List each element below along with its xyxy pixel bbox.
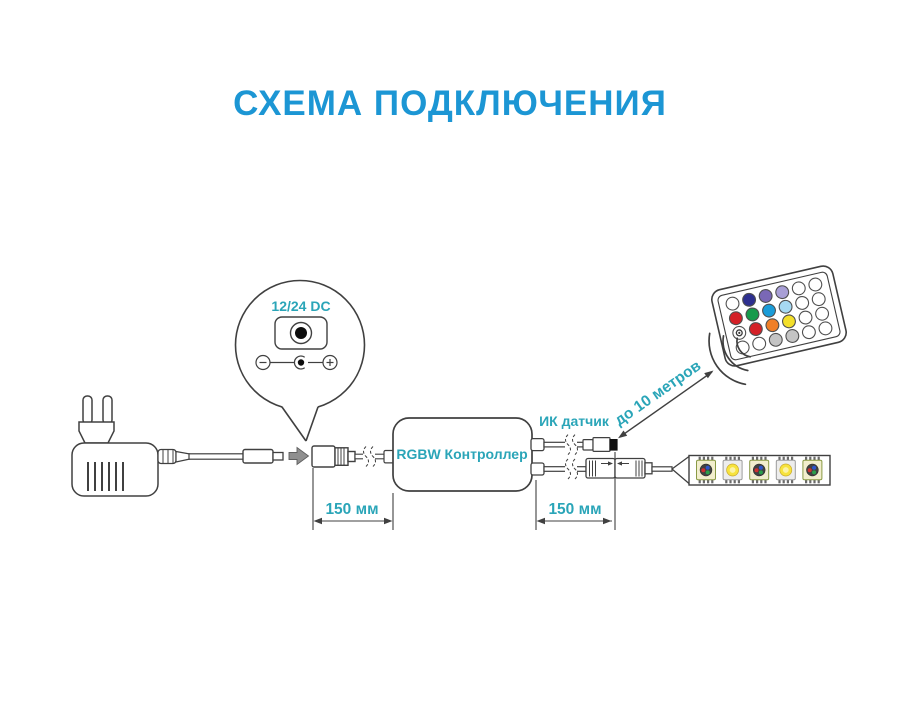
sensor-wire (543, 441, 585, 448)
range-arrow (618, 370, 714, 439)
plug-prong (102, 395, 113, 425)
polarity-symbol-icon (255, 354, 338, 371)
wire-break-icon (565, 458, 578, 480)
remote-button (808, 277, 823, 292)
sensor-plug (582, 439, 594, 451)
remote-button (752, 336, 767, 351)
remote-button (815, 306, 830, 321)
remote-button (758, 289, 773, 303)
wire-break-icon (363, 445, 376, 468)
ir-sensor-eye (609, 439, 618, 451)
led-module-rgb (802, 456, 823, 484)
remote-button (778, 299, 793, 314)
remote-button (768, 332, 783, 347)
dimension-left-label: 150 мм (325, 501, 378, 518)
page-title: СХЕМА ПОДКЛЮЧЕНИЯ (233, 84, 667, 123)
remote-button (742, 292, 757, 307)
remote-buttons (725, 277, 833, 355)
led-module-white (722, 456, 743, 484)
led-module-rgb (696, 456, 716, 484)
dc-jack-front-icon (274, 316, 328, 350)
dc-plug-tip (272, 451, 284, 461)
led-module-white (775, 456, 796, 484)
remote-button (818, 321, 833, 336)
remote-button (765, 318, 780, 333)
voltage-label: 12/24 DC (271, 298, 330, 314)
output-stub-top (530, 437, 545, 452)
signal-arcs-icon (708, 332, 752, 386)
ir-sensor-label: ИК датчик (539, 413, 610, 429)
led-module-rgb (749, 456, 770, 484)
controller-label: RGBW Контроллер (396, 446, 527, 462)
cable-taper (175, 450, 191, 463)
remote-button (795, 296, 810, 310)
remote-button (801, 325, 816, 340)
remote-button (732, 325, 747, 340)
remote-button (748, 322, 763, 336)
range-label: до 10 метров (612, 357, 705, 429)
connector-pair (585, 457, 653, 479)
remote-button (728, 311, 743, 326)
dimension-left (312, 468, 394, 530)
plug-shoulder (78, 421, 115, 444)
ir-sensor-branch (543, 437, 618, 453)
power-adapter (71, 395, 284, 497)
led-modules (696, 456, 823, 484)
dc-plug-body (242, 448, 274, 464)
dimension-right-label: 150 мм (548, 501, 601, 518)
remote-button (725, 296, 740, 311)
remote-button (798, 310, 813, 325)
input-jack (311, 445, 395, 468)
adapter-cable (188, 453, 245, 460)
remote-button (762, 303, 776, 318)
output-stub-bottom (530, 462, 545, 476)
ir-sensor-body (592, 437, 611, 453)
remote-button (745, 307, 760, 322)
remote-button (782, 314, 796, 329)
remote-button (791, 281, 806, 296)
callout-balloon: 12/24 DC (234, 279, 366, 442)
led-strip (671, 454, 831, 486)
strip-wire (651, 466, 673, 472)
remote-button (785, 329, 800, 343)
plug-prong (82, 395, 93, 425)
remote-control (711, 265, 847, 367)
remote-button (775, 285, 790, 300)
remote-button (811, 292, 826, 307)
adapter-vents (87, 462, 124, 491)
controller-box: RGBW Контроллер (392, 417, 545, 492)
strip-output (543, 457, 673, 479)
direction-arrow-icon (288, 446, 310, 466)
wire-break-icon (565, 433, 578, 456)
